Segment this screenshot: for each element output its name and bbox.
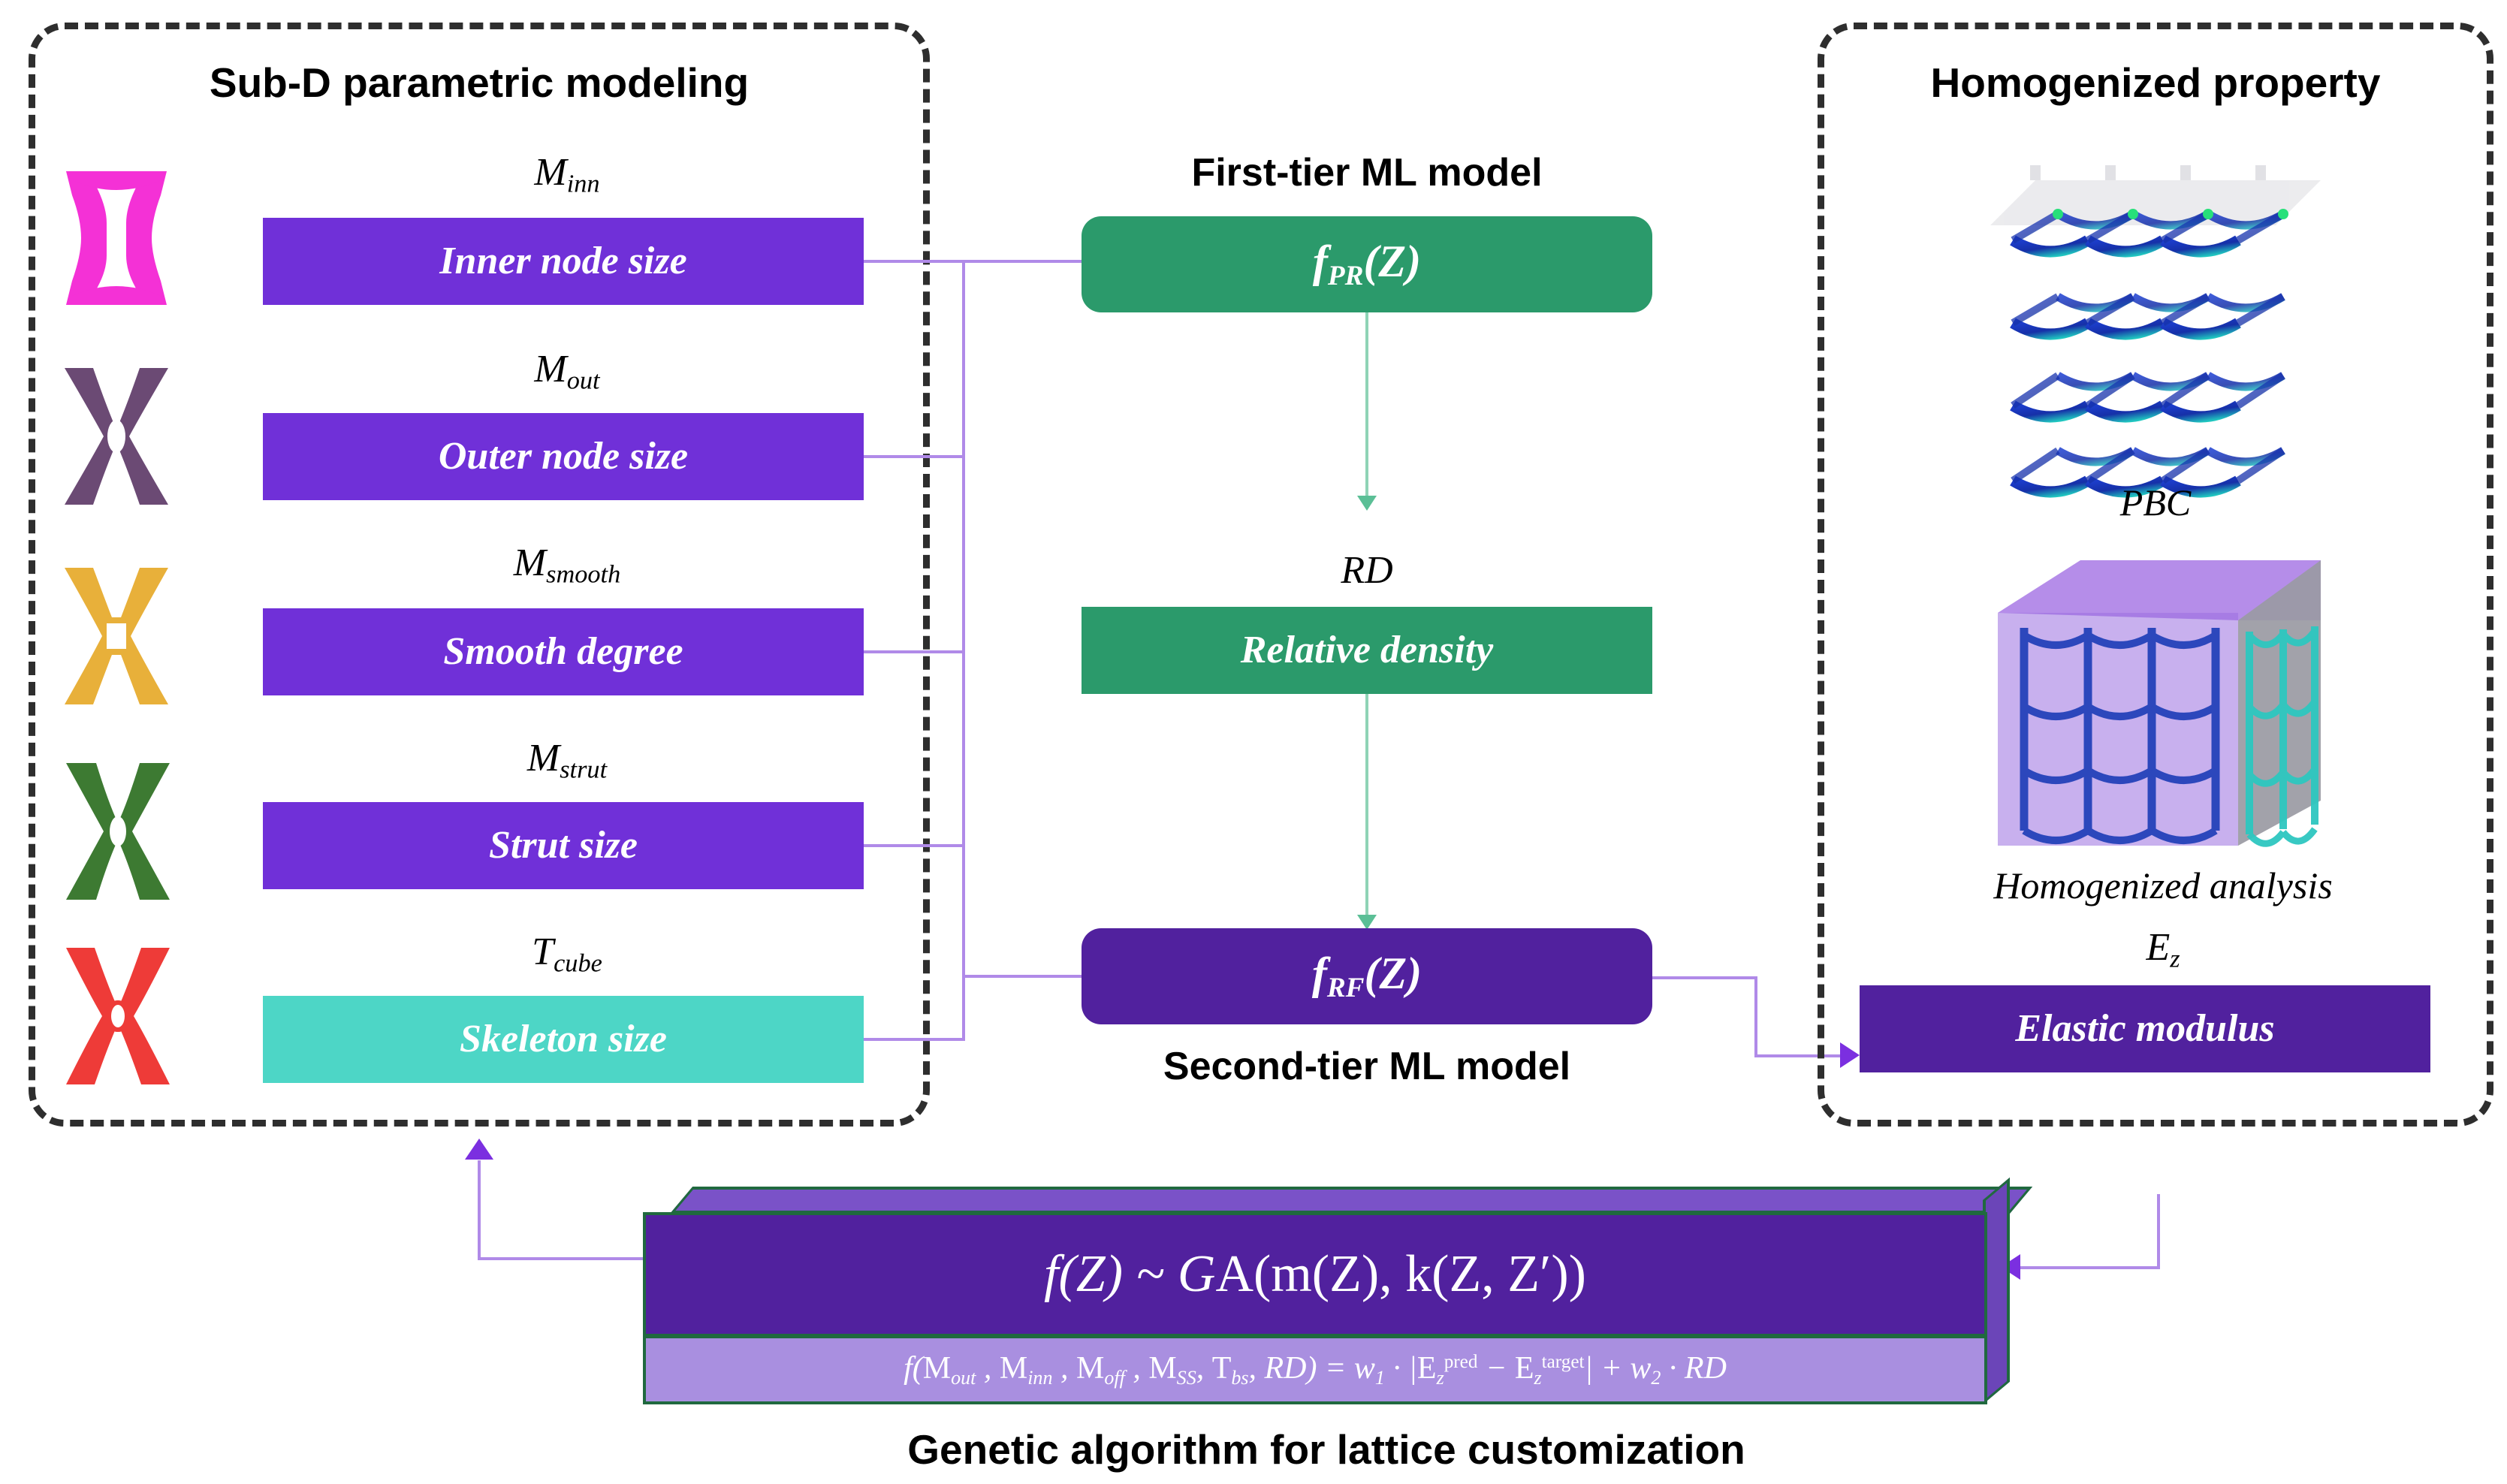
homogenized-analysis-render (1968, 545, 2358, 876)
param-box-skeleton-size[interactable]: Skeleton size (263, 996, 864, 1083)
connector-first-tier-to-rd (1365, 312, 1368, 500)
right-panel-title: Homogenized property (1930, 59, 2381, 106)
param-box-inner-node-size[interactable]: Inner node size (263, 218, 864, 305)
connector-second-tier-out (1652, 976, 1757, 979)
connector-right-feedback-left (2020, 1266, 2160, 1269)
param-symbol-4: Tcube (532, 931, 602, 978)
ga-slab: f(Z) ~ GA(m(Z), k(Z, Z′)) f(Mout , Minn … (643, 1177, 2033, 1419)
lattice-thumb-inner-node (60, 167, 173, 309)
ga-caption: Genetic algorithm for lattice customizat… (907, 1426, 1745, 1473)
left-panel-title: Sub-D parametric modeling (209, 59, 750, 106)
ga-main-formula-box[interactable]: f(Z) ~ GA(m(Z), k(Z, Z′)) (643, 1212, 1987, 1337)
ga-main-formula: f(Z) ~ GA(m(Z), k(Z, Z′)) (1044, 1245, 1586, 1303)
lattice-thumb-strut-size (62, 760, 174, 903)
pbc-lattice-render (1945, 135, 2366, 526)
arrow-left-feedback-to-panel (465, 1139, 493, 1160)
arrow-to-elastic-modulus (1840, 1042, 1860, 1068)
right-panel-homogenized (1818, 23, 2493, 1127)
pbc-caption: PBC (2119, 481, 2192, 523)
connector-param-4 (864, 1038, 965, 1041)
second-tier-model-box[interactable]: fRF(Z) (1082, 928, 1652, 1024)
ga-sub-formula-box[interactable]: f(Mout , Minn , Moff , MSS, Tbs, RD) = w… (643, 1335, 1987, 1404)
first-tier-formula: fPR(Z) (1312, 236, 1422, 292)
connector-to-elastic-modulus (1754, 1054, 1845, 1057)
param-symbol-3: Mstrut (526, 737, 608, 784)
ga-slab-top-face (670, 1187, 2033, 1214)
connector-left-feedback-h (478, 1257, 664, 1260)
connector-param-0 (864, 260, 965, 263)
lattice-thumb-outer-node (60, 365, 173, 508)
homogenized-analysis-caption: Homogenized analysis (1993, 864, 2333, 906)
connector-second-tier-down (1754, 976, 1757, 1056)
relative-density-box[interactable]: Relative density (1082, 607, 1652, 694)
connector-param-1 (864, 455, 965, 458)
connector-vertical-bus (962, 260, 965, 1041)
second-tier-formula: fRF(Z) (1311, 948, 1422, 1004)
connector-param-2 (864, 650, 965, 653)
lattice-thumb-smooth-degree (60, 565, 173, 707)
param-box-smooth-degree[interactable]: Smooth degree (263, 608, 864, 695)
left-panel-subd (29, 23, 930, 1127)
param-box-strut-size[interactable]: Strut size (263, 802, 864, 889)
param-symbol-2: Msmooth (513, 541, 621, 589)
elastic-modulus-box[interactable]: Elastic modulus (1860, 985, 2430, 1072)
ez-symbol-label: Ez (2146, 926, 2180, 973)
ga-sub-formula: f(Mout , Minn , Moff , MSS, Tbs, RD) = w… (904, 1351, 1727, 1389)
second-tier-title: Second-tier ML model (1163, 1045, 1571, 1088)
rd-symbol-label: RD (1341, 549, 1393, 592)
arrow-rd-to-second-tier (1357, 915, 1377, 930)
connector-right-feedback-down (2157, 1194, 2160, 1269)
param-symbol-0: Minn (534, 151, 600, 198)
connector-param-3 (864, 844, 965, 847)
connector-rd-to-second-tier (1365, 694, 1368, 919)
first-tier-model-box[interactable]: fPR(Z) (1082, 216, 1652, 312)
arrow-first-tier-to-rd (1357, 496, 1377, 511)
lattice-thumb-skeleton-size (62, 945, 174, 1087)
first-tier-title: First-tier ML model (1191, 151, 1543, 195)
param-symbol-1: Mout (534, 348, 600, 395)
connector-left-feedback-v (478, 1160, 481, 1259)
param-box-outer-node-size[interactable]: Outer node size (263, 413, 864, 500)
